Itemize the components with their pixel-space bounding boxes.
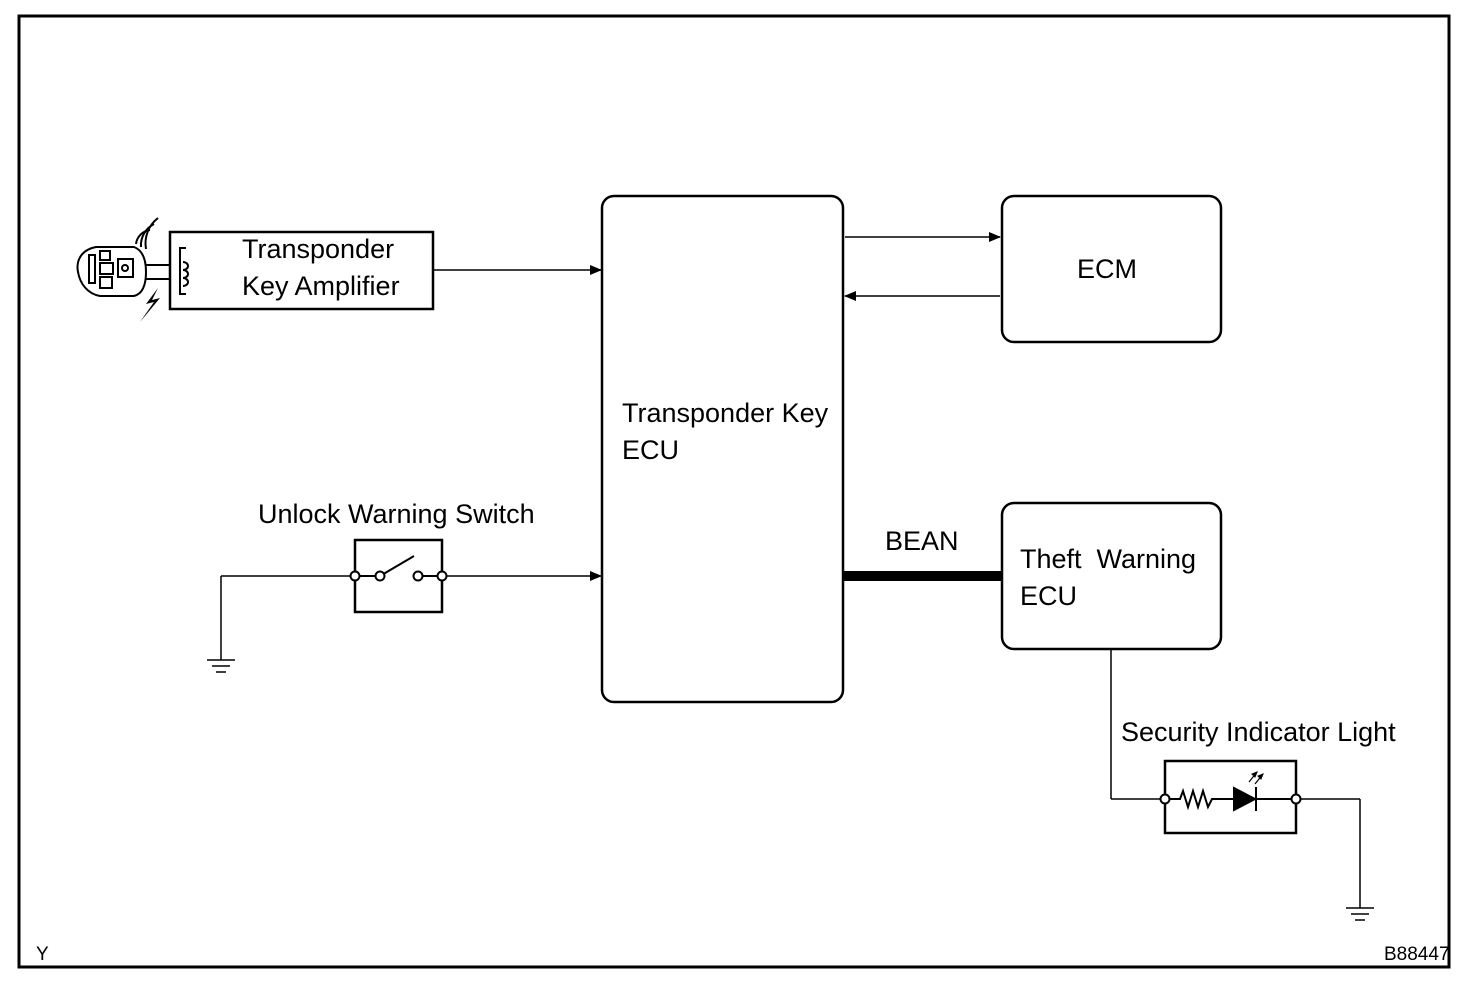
- amplifier-label-line2: Key Amplifier: [242, 271, 400, 301]
- security-indicator-light-label: Security Indicator Light: [1121, 717, 1396, 747]
- diagram-frame: [17, 14, 1451, 969]
- terminal-icon: [1159, 793, 1302, 805]
- lightning-icon: [140, 288, 160, 322]
- bean-label: BEAN: [885, 526, 959, 556]
- key-fob-icon: [76, 217, 170, 297]
- transponder-key-amplifier-box: [168, 230, 435, 311]
- theft-ecu-label-line2: ECU: [1020, 581, 1077, 611]
- ecm-box: [1000, 194, 1223, 344]
- coil-icon: [179, 247, 189, 295]
- ecm-label: ECM: [1077, 254, 1137, 284]
- theft-warning-ecu-box: [1000, 501, 1223, 651]
- transponder-ecu-label-line1: Transponder Key: [622, 398, 829, 428]
- switch-icon: [349, 555, 448, 582]
- corner-mark-left: Y: [36, 944, 49, 965]
- corner-mark-right: B88447: [1384, 944, 1450, 965]
- ground-icon: [1346, 907, 1374, 921]
- transponder-ecu-label-line2: ECU: [622, 435, 679, 465]
- transponder-key-ecu-box: [600, 194, 845, 704]
- amplifier-label-line1: Transponder: [242, 234, 394, 264]
- unlock-warning-switch-label: Unlock Warning Switch: [258, 499, 535, 529]
- ground-icon: [207, 659, 235, 673]
- resistor-icon: [1169, 787, 1234, 811]
- led-icon: [1233, 771, 1291, 812]
- theft-ecu-label-line1: Theft Warning: [1020, 544, 1196, 574]
